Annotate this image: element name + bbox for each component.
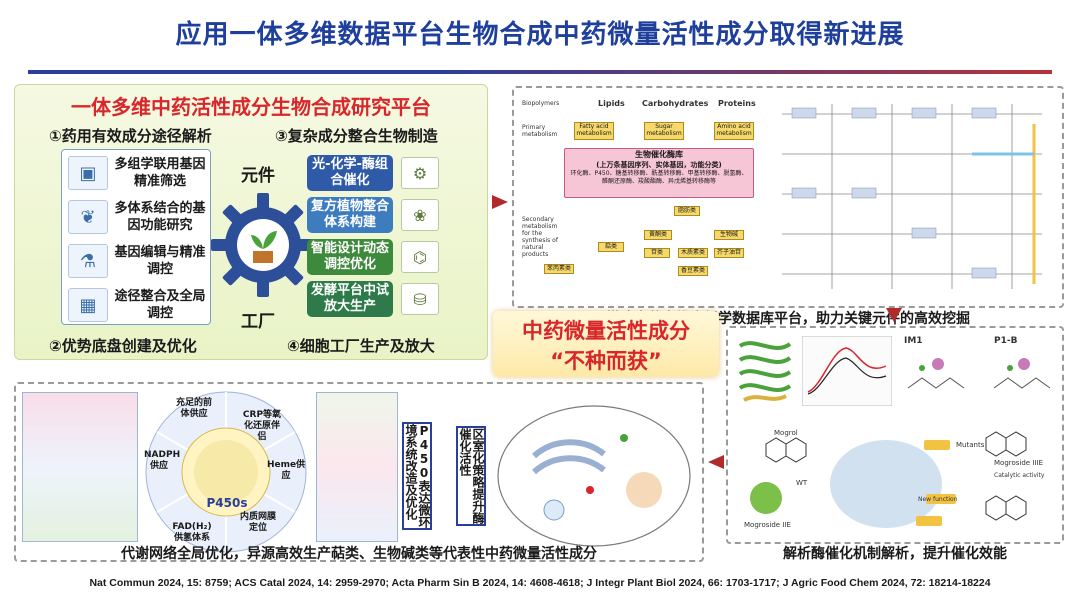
label-secondary: Secondary metabolism for the synthesis o… — [522, 216, 558, 258]
right-item-3: 智能设计动态调控优化 — [307, 239, 393, 275]
arrow-left-icon — [708, 455, 724, 469]
col-lipids: Lipids — [598, 99, 625, 108]
left-item-4: 途径整合及全局调控 — [114, 289, 206, 321]
label-mogroside-iiie: Mogroside IIIE — [994, 459, 1043, 467]
label-primary: Primary metabolism — [522, 124, 558, 138]
protein-structure-image — [738, 341, 792, 402]
class-tag-7: 芥子油苷 — [714, 248, 744, 258]
class-tag-1: 脂肪类 — [674, 206, 700, 216]
p450-center-label: P450s — [206, 496, 248, 510]
col-carbohydrates: Carbohydrates — [642, 99, 709, 108]
computer-icon: ▣ — [68, 156, 108, 190]
mechanism-caption: 解析酶催化机制解析，提升催化效能 — [783, 546, 1007, 562]
section-integrated-manufacturing: ③复杂成分整合生物制造 — [275, 127, 438, 145]
pathway-network — [782, 104, 1042, 289]
left-item-3: 基因编辑与精准调控 — [114, 245, 206, 277]
box-fatty-acid: Fatty acid metabolism — [574, 122, 614, 140]
left-item-1: 多组学联用基因精准筛选 — [114, 157, 206, 189]
p450-circle-diagram — [145, 391, 307, 553]
section-pathway-analysis: ①药用有效成分途径解析 — [49, 127, 212, 145]
gear-label-factory: 工厂 — [241, 312, 275, 332]
p450-optimization-box: P450表达微环境系统改造及优化 — [402, 422, 432, 530]
optimization-panel: P450s 充足的前体供应 CRP等氧化还原伴侣 Heme供应 内质网膜定位 F… — [14, 382, 704, 562]
right-item-4: 发酵平台中试放大生产 — [307, 281, 393, 317]
box-amino-acid: Amino acid metabolism — [714, 122, 754, 140]
enzyme-library-desc: 环化酶、P450、糖基转移酶、酰基转移酶、甲基转移酶、脱氢酶、醛酮还原酶、羧酸酯… — [570, 170, 748, 185]
reactor-icon: ⚙ — [401, 157, 439, 189]
label-catalytic-activity: Catalytic activity — [994, 472, 1045, 479]
label-im1: IM1 — [904, 336, 923, 346]
arrow-down-icon — [886, 308, 902, 322]
segment-nadph: NADPH供应 — [144, 450, 181, 471]
highlight-banner: 中药微量活性成分 “不种而获” — [493, 311, 719, 377]
segment-heme: Heme供应 — [266, 460, 306, 481]
banner-line-1: 中药微量活性成分 — [522, 319, 690, 343]
label-p1b: P1-B — [994, 336, 1018, 346]
seedling-icon — [251, 231, 277, 263]
box-sugar: Sugar metabolism — [644, 122, 684, 140]
enzyme-library-sub: (上万条基因序列、实体基因，功能分类) — [596, 161, 722, 169]
gear-icon — [211, 193, 315, 297]
enzyme-library-title: 生物催化酶库 — [635, 150, 683, 159]
segment-precursor: 充足的前体供应 — [175, 398, 212, 419]
class-tag-5: 苷类 — [644, 248, 670, 258]
metabolic-network-diagram — [22, 392, 138, 542]
class-tag-3: 生物碱 — [714, 230, 744, 240]
page-title: 应用一体多维数据平台生物合成中药微量活性成分取得新进展 — [175, 20, 905, 50]
class-tag-4: 萜类 — [598, 242, 624, 252]
class-tag-9: 苯丙素类 — [544, 264, 574, 274]
fermenter-icon: ⛁ — [401, 283, 439, 315]
segment-fad: FAD(H₂)供氢体系 — [172, 522, 212, 543]
platform-title: 一体多维中药活性成分生物合成研究平台 — [71, 95, 431, 119]
label-mutants: Mutants — [956, 441, 985, 449]
mechanism-panel: IM1 P1-B WT Mogrol Mogroside IIE Mogrosi… — [726, 326, 1064, 544]
label-new-function: New function — [918, 496, 958, 503]
gear-label-components: 元件 — [241, 166, 275, 186]
left-item-2: 多体系结合的基因功能研究 — [114, 201, 206, 233]
right-item-1: 光-化学-酶组合催化 — [307, 155, 393, 191]
mogroside-mechanism-diagram — [750, 431, 1027, 528]
label-mogrol: Mogrol — [774, 429, 798, 437]
enzyme-library-box: 生物催化酶库 (上万条基因序列、实体基因，功能分类) 环化酶、P450、糖基转移… — [564, 148, 754, 198]
section-chassis-creation: ②优势底盘创建及优化 — [49, 337, 197, 355]
cell-compartment-diagram — [497, 405, 691, 547]
class-tag-2: 黄酮类 — [644, 230, 672, 240]
compartment-strategy-box: 区室化策略提升酶催化活性 — [456, 426, 486, 526]
herb-icon: ❀ — [401, 199, 439, 231]
optimization-caption: 代谢网络全局优化，异源高效生产萜类、生物碱类等代表性中药微量活性成分 — [121, 546, 597, 562]
chart-icon: ▦ — [68, 288, 108, 322]
left-feature-list: ▣ 多组学联用基因精准筛选 ❦ 多体系结合的基因功能研究 ⚗ 基因编辑与精准调控… — [61, 149, 211, 325]
circuit-icon: ⌬ — [401, 241, 439, 273]
references: Nat Commun 2024, 15: 8759; ACS Catal 202… — [89, 577, 991, 589]
banner-line-2: “不种而获” — [550, 349, 662, 373]
segment-er: 内质网膜定位 — [239, 512, 276, 533]
label-mogroside-iie: Mogroside IIE — [744, 521, 791, 529]
col-proteins: Proteins — [718, 99, 756, 108]
class-tag-8: 香豆素类 — [678, 266, 708, 276]
arrow-right-icon — [492, 195, 508, 209]
plant-icon: ❦ — [68, 200, 108, 234]
label-wt: WT — [796, 479, 808, 487]
expression-diagram — [316, 392, 398, 542]
platform-panel: 一体多维中药活性成分生物合成研究平台 ①药用有效成分途径解析 ③复杂成分整合生物… — [14, 84, 488, 360]
active-site-images — [907, 358, 1051, 389]
segment-crp: CRP等氧化还原伴侣 — [242, 410, 282, 442]
energy-profile-chart — [802, 336, 892, 406]
flask-icon: ⚗ — [68, 244, 108, 278]
section-cell-factory: ④细胞工厂生产及放大 — [287, 337, 435, 355]
label-biopolymers: Biopolymers — [522, 100, 560, 107]
title-divider — [28, 70, 1052, 74]
right-item-2: 复方植物整合体系构建 — [307, 197, 393, 233]
database-panel: Lipids Carbohydrates Proteins Biopolymer… — [512, 86, 1064, 308]
class-tag-6: 木质素类 — [678, 248, 708, 258]
